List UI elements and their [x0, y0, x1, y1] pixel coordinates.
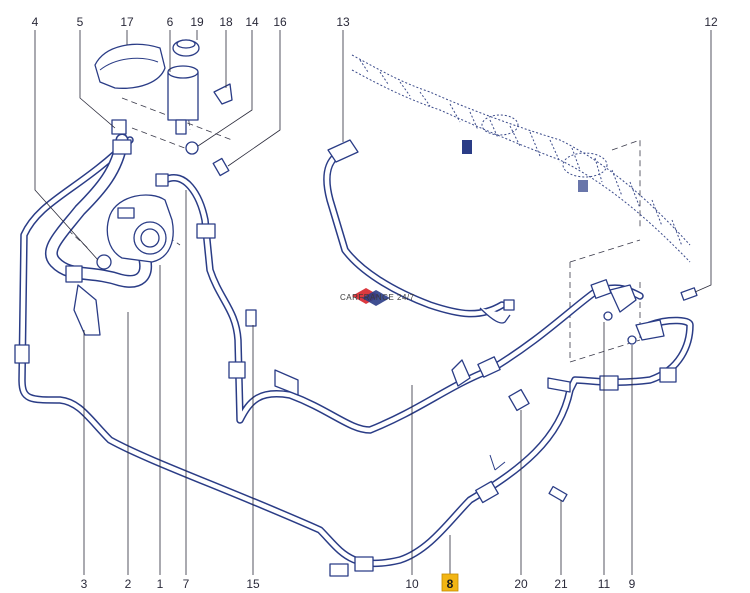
callout-14: 14 [245, 15, 259, 29]
callout-19: 19 [190, 15, 204, 29]
callout-10: 10 [405, 577, 419, 591]
callout-16: 16 [273, 15, 287, 29]
callout-7: 7 [183, 577, 190, 591]
callout-9: 9 [629, 577, 636, 591]
callout-4: 4 [32, 15, 39, 29]
callout-3: 3 [81, 577, 88, 591]
leader-lines [34, 30, 712, 575]
callout-17: 17 [120, 15, 134, 29]
callout-5: 5 [77, 15, 84, 29]
watermark-text: CARFRANCE 24/7 [340, 293, 415, 302]
highlight-box [441, 573, 459, 592]
callout-15: 15 [246, 577, 260, 591]
steering-rack-outline [351, 54, 691, 263]
power-steering-pump [96, 173, 174, 270]
callout-13: 13 [336, 15, 350, 29]
top-callouts: 4 5 17 6 19 18 14 16 13 12 [32, 15, 718, 29]
callout-18: 18 [219, 15, 233, 29]
callout-11: 11 [598, 577, 611, 591]
return-pipe [14, 136, 694, 577]
callout-12: 12 [704, 15, 718, 29]
reservoir-assembly [94, 39, 233, 177]
callout-20: 20 [514, 577, 528, 591]
fasteners [245, 284, 698, 503]
callout-8-highlighted: 8 [447, 577, 454, 591]
watermark-logo: CARFRANCE 24/7 [340, 288, 415, 306]
callout-2: 2 [125, 577, 132, 591]
pipe-13 [323, 139, 515, 324]
callout-21: 21 [554, 577, 568, 591]
bottom-callouts: 3 2 1 7 15 10 8 20 21 11 9 [81, 573, 636, 592]
callout-1: 1 [157, 577, 164, 591]
suction-hose [44, 133, 153, 336]
callout-6: 6 [167, 15, 174, 29]
pressure-pipe [161, 174, 644, 434]
